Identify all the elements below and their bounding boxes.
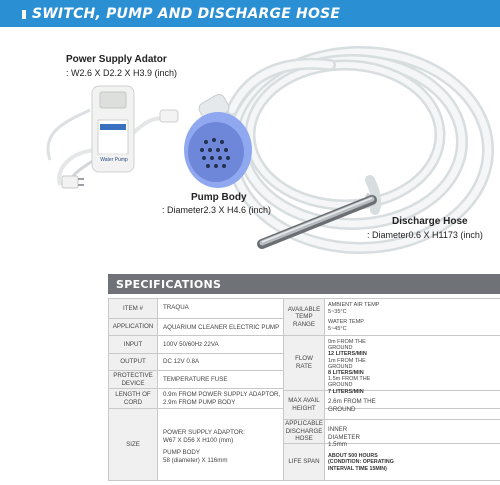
device-label-line1: Submersible — [100, 151, 128, 157]
life-label: LIFE SPAN — [284, 444, 324, 480]
product-photo — [46, 46, 494, 254]
lift-value: 2.6m FROM THE GROUND — [328, 398, 376, 413]
temp-water-value: 5~45°C — [328, 325, 347, 332]
application-label: APPLICATION — [109, 319, 157, 335]
flow-1-value: 8 LITERS/MIN — [328, 370, 364, 377]
input-label: INPUT — [109, 336, 157, 353]
pump-name: Pump Body — [191, 192, 247, 203]
temp-values: AMBIENT AIR TEMP 5~35°C WATER TEMP 5~45°… — [328, 302, 498, 332]
adaptor-name: Power Supply Adator — [66, 54, 167, 65]
discharge-pipe — [257, 192, 377, 249]
protective-value: TEMPERATURE FUSE — [163, 376, 228, 383]
flow-label: FLOW RATE — [284, 336, 324, 390]
output-value: DC 12V 0.8A — [163, 358, 200, 365]
hose-name: Discharge Hose — [392, 216, 468, 227]
flow-0-value: 12 LITERS/MIN — [328, 351, 367, 358]
input-value: 100V 50/60Hz 22VA — [163, 341, 219, 348]
size-adaptor-label: POWER SUPPLY ADAPTOR: — [163, 429, 245, 436]
size-pump-label: PUMP BODY — [163, 449, 201, 457]
flow-values: 0m FROM THE GROUND 12 LITERS/MIN 1m FROM… — [328, 339, 378, 395]
temp-air-value: 5~35°C — [328, 308, 347, 315]
banner-title: SWITCH, PUMP AND DISCHARGE HOSE — [32, 6, 341, 22]
adaptor-dims: : W2.6 X D2.2 X H3.9 (inch) — [66, 68, 178, 78]
item-value: TRAQUA — [163, 304, 189, 311]
hose-callout: Discharge Hose — [392, 216, 468, 227]
specs-header: SPECIFICATIONS — [108, 274, 500, 294]
flow-0-label: 0m FROM THE GROUND — [328, 339, 366, 352]
size-adaptor-value: W67 X D56 X H100 (mm) — [163, 436, 234, 444]
device-label-line2: Water Pump — [100, 157, 128, 163]
top-banner: SWITCH, PUMP AND DISCHARGE HOSE — [0, 0, 500, 27]
output-label: OUTPUT — [109, 354, 157, 370]
pump-dims-wrap: : Diameter2.3 X H4.6 (inch) — [162, 205, 271, 215]
life-value: ABOUT 500 HOURS (CONDITION: OPERATING IN… — [328, 453, 394, 472]
hose-dims-wrap: : Diameter0.6 X H1173 (inch) — [367, 230, 483, 240]
item-label: ITEM # — [109, 299, 157, 318]
application-value: AQUARIUM CLEANER ELECTRIC PUMP — [163, 324, 280, 331]
banner-accent — [22, 10, 26, 19]
lift-label: MAX AVAIL HEIGHT — [284, 391, 324, 419]
size-pump-value: 58 (diameter) X 116mm — [163, 456, 228, 464]
device-label: Submersible Water Pump — [97, 151, 131, 163]
adaptor-callout: Power Supply Adator : W2.6 X D2.2 X H3.9… — [66, 54, 177, 78]
flow-2-label: 1.5m FROM THE GROUND — [328, 376, 371, 389]
specs-title: SPECIFICATIONS — [116, 278, 222, 291]
size-label: SIZE — [109, 409, 157, 480]
hose-label: APPLICABLE DISCHARGE HOSE — [284, 420, 324, 443]
size-values: POWER SUPPLY ADAPTOR: W67 X D56 X H100 (… — [163, 429, 281, 464]
pump-dims: : Diameter2.3 X H4.6 (inch) — [162, 205, 272, 215]
flow-1-label: 1m FROM THE GROUND — [328, 357, 366, 370]
hose-dims: : Diameter0.6 X H1173 (inch) — [367, 230, 483, 240]
temp-air-label: AMBIENT AIR TEMP — [328, 302, 380, 308]
pump-body — [184, 94, 252, 188]
temp-label: AVAILABLE TEMP RANGE — [284, 299, 324, 335]
cord-label: LENGTH OF CORD — [109, 389, 157, 408]
temp-water-label: WATER TEMP — [328, 319, 364, 325]
pump-callout: Pump Body — [191, 192, 247, 203]
power-plug — [61, 175, 84, 189]
power-adaptor — [91, 85, 135, 173]
protective-label: PROTECTIVE DEVICE — [109, 371, 157, 388]
flow-2-value: 7 LITERS/MIN — [328, 388, 364, 395]
cord-value: 0.9m FROM POWER SUPPLY ADAPTOR, 2.9m FRO… — [163, 391, 281, 406]
hose-value: INNER DIAMETER 1.5mm — [328, 426, 360, 449]
